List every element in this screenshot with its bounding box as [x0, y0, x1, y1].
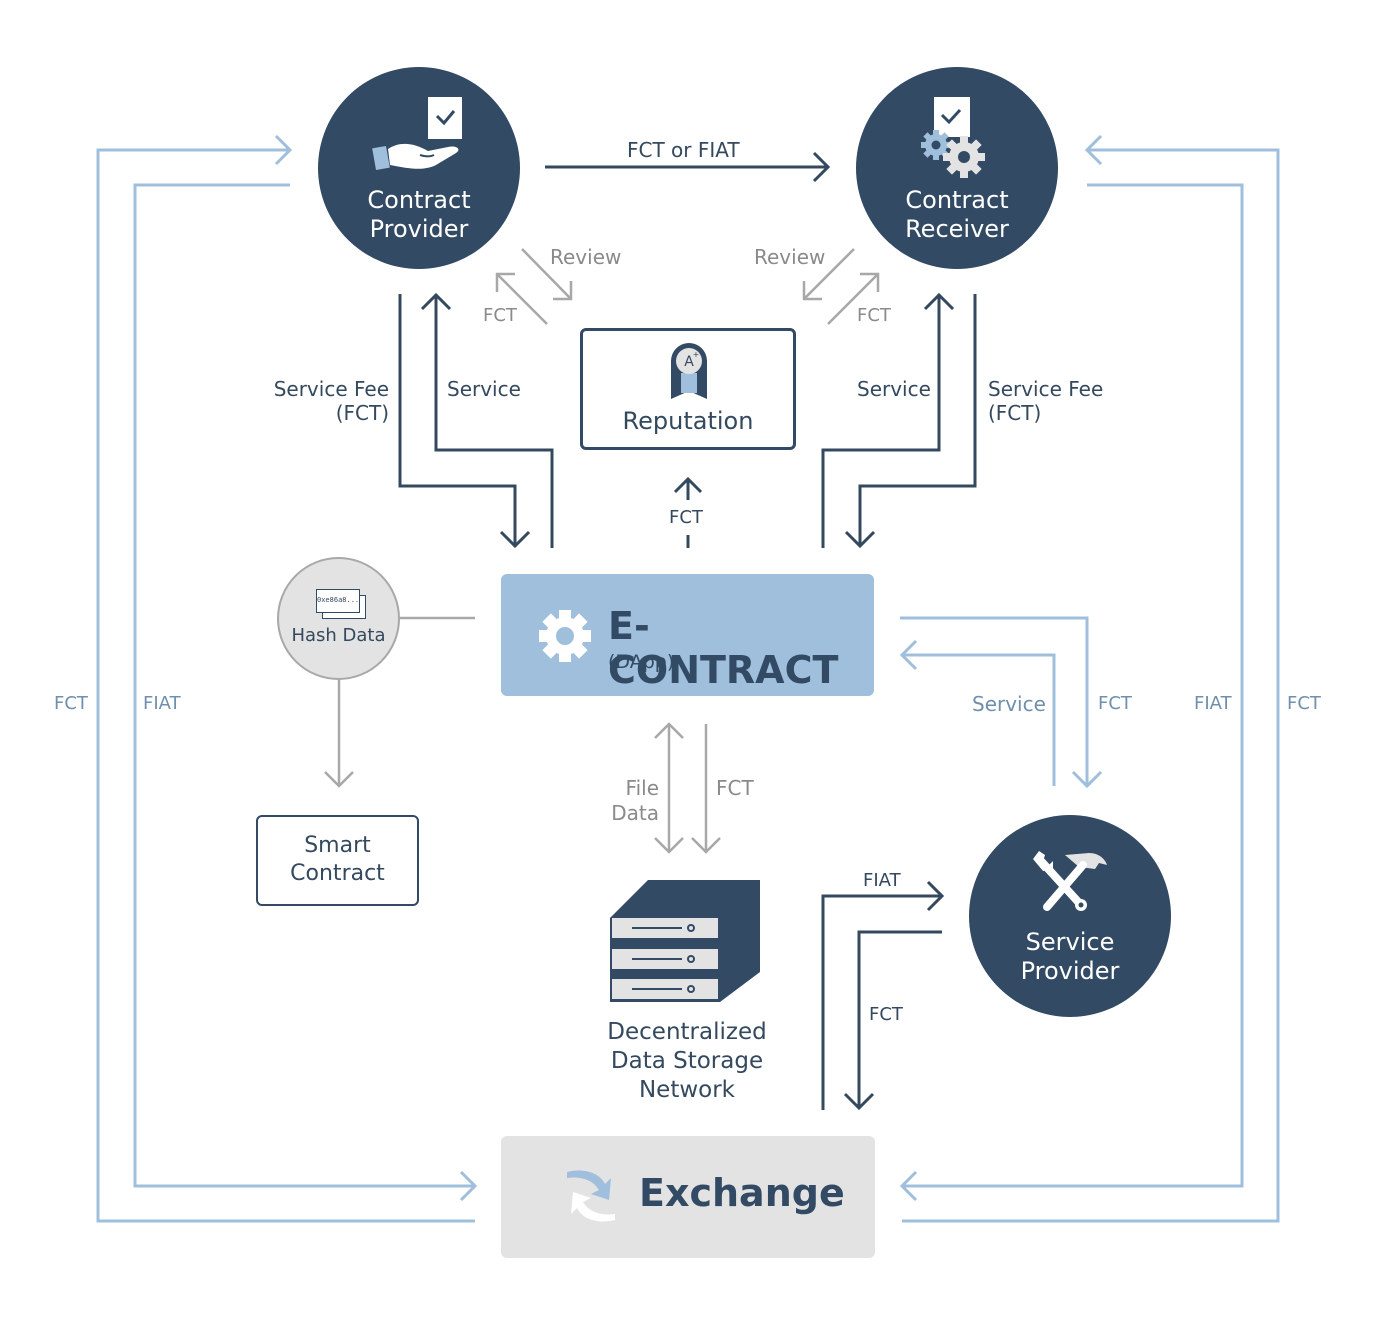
- hash-value: 0xe86a8...: [316, 589, 360, 613]
- econtract-subtitle: (DApp): [608, 651, 675, 673]
- contract-provider-node[interactable]: Contract Provider: [318, 67, 520, 269]
- contract-receiver-label-2: Receiver: [905, 215, 1009, 243]
- label-service-fee-right-2: (FCT): [988, 401, 1042, 425]
- label-fct-left: FCT: [483, 305, 517, 326]
- service-provider-node[interactable]: Service Provider: [969, 815, 1171, 1017]
- label-fct-or-fiat: FCT or FIAT: [627, 138, 740, 162]
- hash-data-node[interactable]: 0xe86a8... Hash Data: [277, 557, 400, 680]
- arrow-head: [843, 1092, 875, 1111]
- reputation-node[interactable]: A + Reputation: [580, 328, 796, 450]
- exchange-label: Exchange: [639, 1171, 845, 1215]
- label-fct-storage: FCT: [716, 776, 754, 800]
- arrow-head: [1084, 134, 1103, 166]
- arrow-head: [926, 880, 945, 912]
- exchange-node[interactable]: Exchange: [501, 1136, 875, 1258]
- service-provider-label-1: Service: [1025, 928, 1115, 956]
- label-service-fee-right-1: Service Fee: [988, 377, 1104, 401]
- storage-label-3: Network: [638, 1077, 736, 1103]
- server-stack-icon: [610, 880, 760, 1002]
- edge-cp-service-fee: [398, 294, 517, 546]
- edge-fct-right: [827, 273, 879, 325]
- reputation-badge: A: [684, 354, 694, 370]
- edge-cr-service: [821, 295, 941, 548]
- label-outer-right-fct: FCT: [1287, 693, 1321, 714]
- label-service-fee-left-1: Service Fee: [273, 377, 389, 401]
- arrow-head: [802, 281, 822, 301]
- arrow-head: [812, 151, 831, 183]
- label-service-right: Service: [857, 377, 931, 401]
- arrow-head: [654, 722, 684, 739]
- arrow-head: [420, 292, 452, 311]
- arrow-head: [274, 134, 293, 166]
- edge-right-outer-fct: [902, 148, 1280, 1223]
- smart-contract-node[interactable]: Smart Contract: [256, 815, 419, 906]
- contract-receiver-node[interactable]: Contract Receiver: [856, 67, 1058, 269]
- label-fct-sp-exchange: FCT: [869, 1004, 903, 1025]
- arrow-head: [1071, 770, 1103, 789]
- label-fct-right: FCT: [857, 305, 891, 326]
- label-fct-sp: FCT: [1098, 693, 1132, 714]
- storage-node[interactable]: Decentralized Data Storage Network: [590, 878, 784, 1108]
- storage-label-1: Decentralized: [607, 1019, 767, 1045]
- arrow-head: [899, 1170, 918, 1202]
- arrow-head: [844, 530, 876, 549]
- arrow-head: [553, 281, 573, 301]
- label-file-data-2: Data: [611, 801, 659, 825]
- svg-text:+: +: [693, 350, 700, 359]
- smart-contract-label-2: Contract: [290, 861, 385, 886]
- label-fct-reputation: FCT: [669, 507, 703, 528]
- edge-fiat-to-sp: [821, 894, 942, 1110]
- label-service-left: Service: [447, 377, 521, 401]
- label-service-fee-left-2: (FCT): [335, 401, 389, 425]
- arrow-head: [899, 639, 918, 671]
- label-file-data-1: File: [625, 776, 659, 800]
- arrow-head: [860, 272, 880, 292]
- arrow-head: [499, 530, 531, 549]
- edge-review-right: [803, 248, 855, 300]
- hash-data-label: Hash Data: [291, 625, 386, 646]
- arrow-head: [495, 272, 515, 292]
- contract-provider-label-1: Contract: [367, 186, 471, 214]
- contract-provider-label-2: Provider: [369, 215, 469, 243]
- edge-cr-service-fee: [858, 294, 977, 546]
- label-outer-right-fiat: FIAT: [1194, 693, 1232, 714]
- econtract-title: E-CONTRACT: [608, 604, 839, 692]
- label-review-right: Review: [754, 245, 826, 269]
- edge-sp-fct-exchange: [857, 930, 942, 1108]
- gear-icon: [539, 610, 591, 662]
- edge-left-outer-fct: [96, 148, 475, 1223]
- gears-document-icon: [921, 97, 985, 178]
- reputation-label: Reputation: [622, 407, 754, 435]
- label-review-left: Review: [550, 245, 622, 269]
- service-provider-label-2: Provider: [1020, 957, 1120, 985]
- arrow-head: [691, 837, 721, 854]
- econtract-node[interactable]: E-CONTRACT (DApp): [501, 574, 874, 696]
- label-fiat-sp: FIAT: [863, 870, 901, 891]
- wrench-hammer-icon: [1033, 851, 1107, 911]
- arrow-head: [673, 476, 703, 494]
- contract-receiver-label-1: Contract: [905, 186, 1009, 214]
- edge-review-left: [521, 248, 572, 300]
- edge-left-inner-fiat: [133, 183, 475, 1188]
- smart-contract-label-1: Smart: [304, 833, 371, 858]
- hash-card-icon: 0xe86a8...: [316, 589, 366, 619]
- hand-document-icon: [372, 97, 462, 171]
- arrow-head: [459, 1170, 478, 1202]
- award-ribbon-icon: A +: [671, 343, 707, 399]
- edge-econtract-sp-fct: [900, 616, 1089, 786]
- edge-right-inner-fiat: [902, 183, 1244, 1188]
- edge-sp-econtract-service: [902, 653, 1056, 786]
- label-service-sp: Service: [972, 692, 1046, 716]
- label-outer-left-fct: FCT: [54, 693, 88, 714]
- edge-cp-service: [434, 295, 554, 548]
- arrow-head: [654, 837, 684, 854]
- arrow-head: [923, 292, 955, 311]
- storage-label-2: Data Storage: [610, 1048, 764, 1074]
- arrow-head: [324, 771, 354, 788]
- label-outer-left-fiat: FIAT: [143, 693, 181, 714]
- exchange-arrows-icon: [567, 1170, 615, 1222]
- edge-fct-left: [496, 273, 548, 325]
